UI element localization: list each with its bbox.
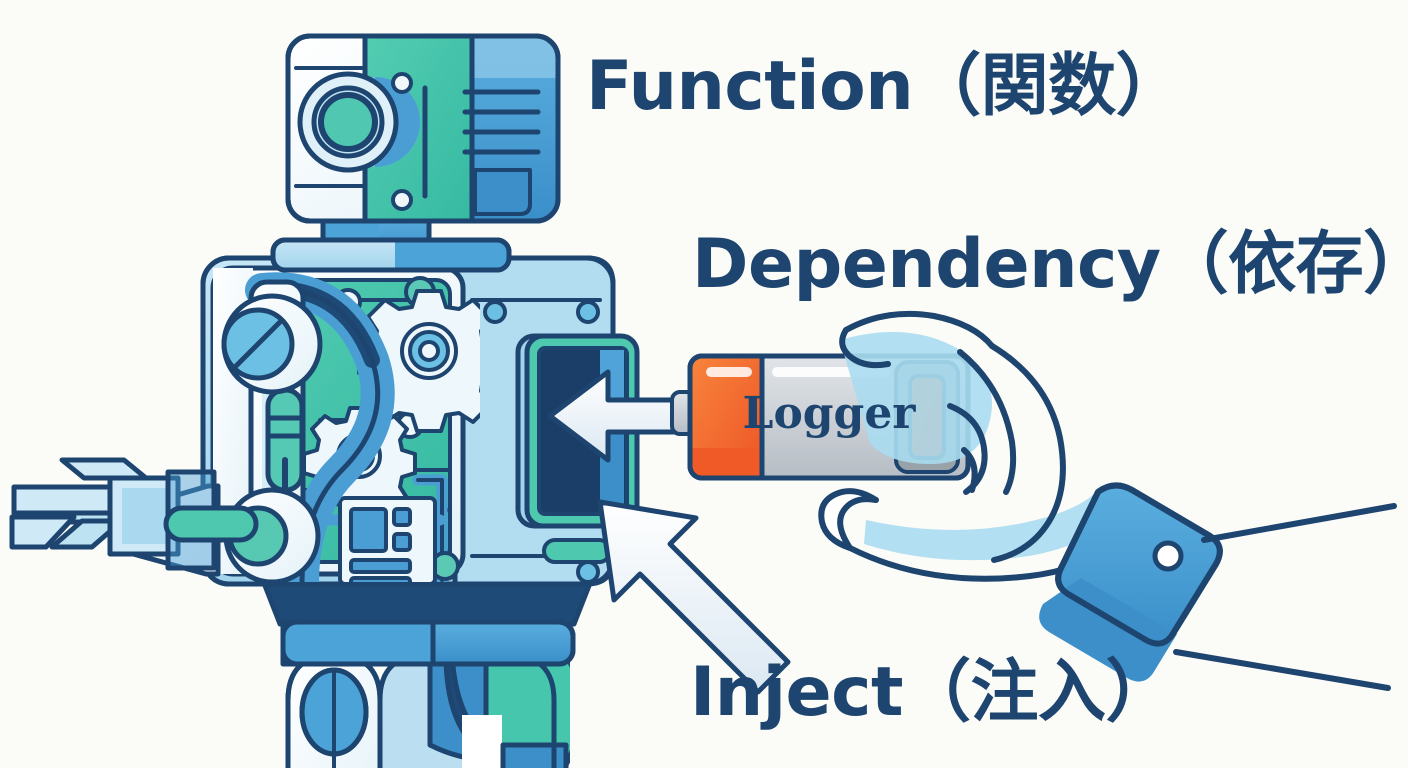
chip-module xyxy=(338,496,437,582)
label-dependency: Dependency（依存） xyxy=(692,225,1408,304)
robot-neck xyxy=(270,213,512,273)
robot-hip xyxy=(259,575,595,667)
robot-head xyxy=(285,33,561,224)
robot-torso xyxy=(200,255,616,587)
head-display-lines xyxy=(462,89,541,155)
label-function: Function（関数） xyxy=(586,47,1184,126)
human-hand xyxy=(818,310,1397,691)
robot-eye-lens xyxy=(297,71,420,173)
robot-claw-arm xyxy=(9,457,259,577)
label-inject: Inject（注入） xyxy=(690,653,1173,732)
pointer-arrow xyxy=(597,499,791,695)
robot-legs xyxy=(285,655,570,768)
